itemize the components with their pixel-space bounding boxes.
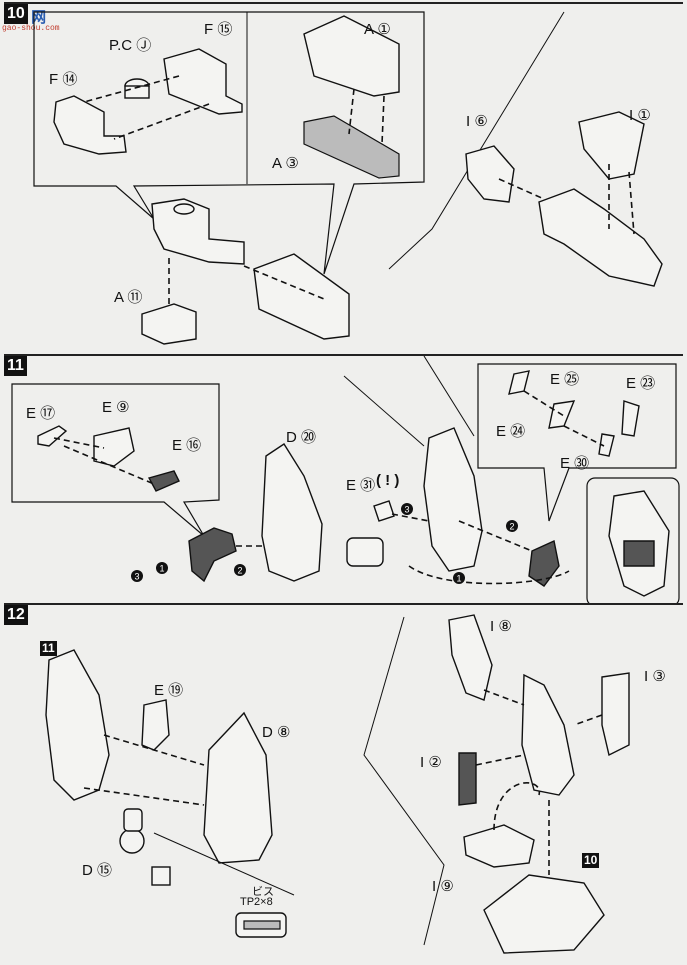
order-marker: 3: [404, 505, 409, 515]
subassembly-10: [483, 874, 605, 954]
part-e17: [37, 425, 68, 447]
part-e31: [373, 500, 395, 522]
label-e9: E ⑨: [102, 399, 130, 416]
label-pc-j: P.C Ⓙ: [109, 37, 152, 54]
detail-callout-frame: [33, 11, 425, 275]
subassembly-11: [45, 649, 110, 801]
label-e16: E ⑯: [172, 437, 202, 454]
part-e24: [508, 370, 530, 395]
label-i9: I ⑨: [432, 878, 454, 895]
part-wedge: [253, 253, 350, 340]
step-10-panel: 10 P.C Ⓙ F ⑮ F ⑭ A ① A ③ A ⑪ I ① I ⑥: [4, 2, 683, 354]
part-e19: [141, 699, 170, 751]
step-number: 10: [4, 4, 28, 24]
part-e9: [93, 427, 135, 467]
screw-spec: TP2×8: [240, 896, 273, 908]
step-12-diagram: [45, 614, 630, 954]
part-a1: [303, 15, 400, 97]
part-i8: [448, 614, 493, 701]
part-e30: [598, 433, 615, 457]
part-i9: [463, 824, 535, 868]
part-d8: [203, 711, 273, 864]
part-right-body: [521, 673, 575, 796]
label-e17: E ⑰: [26, 405, 56, 422]
ref-subassembly-10: 10: [582, 853, 600, 868]
part-i6: [465, 145, 515, 203]
label-f15: F ⑮: [204, 21, 233, 38]
label-i1: I ①: [629, 107, 651, 124]
order-marker: 1: [456, 574, 461, 584]
inset-box: [586, 477, 680, 604]
order-marker: 2: [237, 566, 242, 576]
label-i2: I ②: [420, 754, 442, 771]
part-e23: [621, 400, 640, 437]
label-a11: A ⑪: [114, 289, 143, 306]
assembly-arrow: [83, 75, 180, 103]
part-i1: [578, 111, 645, 180]
part-center-body: [423, 427, 483, 572]
label-e23: E ㉓: [626, 375, 656, 392]
step-number: 11: [4, 356, 27, 376]
order-marker: 1: [159, 564, 164, 574]
label-i8: I ⑧: [490, 618, 512, 635]
step-11-diagram: 1 2 3 1 2 3: [11, 356, 680, 604]
ref-subassembly-11: 11: [40, 641, 57, 656]
part-i2: [458, 752, 477, 806]
order-marker: 3: [134, 572, 139, 582]
label-i3: I ③: [644, 668, 666, 685]
detail-callout-right: [477, 363, 677, 522]
label-e24: E ㉔: [496, 423, 526, 440]
label-e31: E ㉛: [346, 477, 376, 494]
label-e30: E ㉚: [560, 455, 590, 472]
caution-mark: ( ! ): [376, 472, 400, 489]
label-a3: A ③: [272, 155, 299, 172]
label-d20: D ⑳: [286, 429, 317, 446]
watermark-url: gao-shou.com: [2, 24, 60, 33]
part-right-lever: [528, 539, 560, 587]
label-d8: D ⑧: [262, 724, 291, 741]
part-head-block: [151, 198, 245, 265]
label-a1: A ①: [364, 21, 391, 38]
part-e16: [147, 470, 180, 492]
part-i3: [601, 672, 630, 757]
part-lever-assembly: [188, 527, 237, 583]
caution-icon-box: [346, 537, 384, 567]
detail-callout-left: [11, 383, 220, 537]
part-a11: [141, 303, 197, 345]
label-f14: F ⑭: [49, 71, 78, 88]
label-e25: E ㉕: [550, 371, 580, 388]
part-d15: [119, 828, 145, 854]
part-d20: [261, 443, 323, 582]
part-f15: [163, 48, 243, 115]
step-number: 12: [4, 605, 28, 625]
part-a3: [303, 115, 400, 179]
step-10-diagram: [33, 11, 663, 345]
screw-name: ビス: [252, 886, 274, 898]
part-right-assembly: [538, 188, 663, 287]
step-12-panel: 12 11 10 E ⑲ D ⑧ D ⑮ I ⑧ I ③ I ② I ⑨ ビス …: [4, 603, 683, 963]
label-e19: E ⑲: [154, 682, 184, 699]
label-d15: D ⑮: [82, 862, 113, 879]
label-i6: I ⑥: [466, 113, 488, 130]
part-f14: [53, 95, 127, 155]
screwdriver-icon: [151, 866, 171, 886]
order-marker: 2: [509, 522, 514, 532]
